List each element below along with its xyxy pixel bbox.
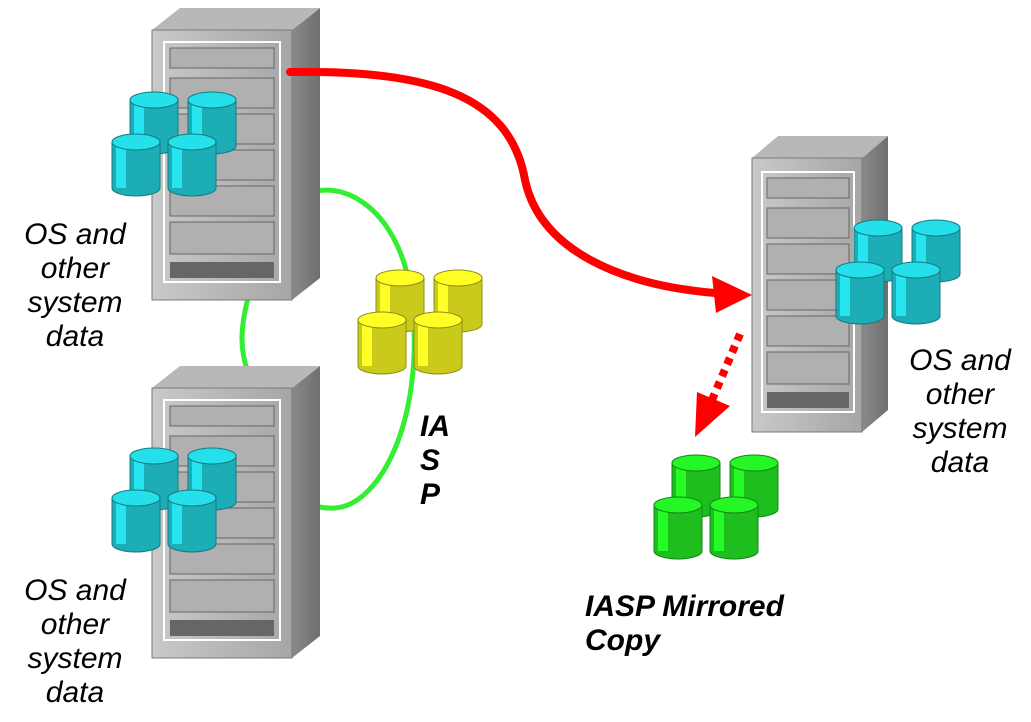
disk-cylinder-icon <box>653 496 703 560</box>
server-1-os-label: OS and other system data <box>10 218 140 354</box>
label-line: data <box>45 320 105 353</box>
disk-cylinder-icon <box>111 489 161 553</box>
disk-cylinder-icon <box>167 133 217 197</box>
iasp-label: IA S P <box>420 410 480 512</box>
label-line: S <box>420 444 441 477</box>
label-line: system <box>912 412 1008 445</box>
label-line: IA <box>420 410 450 443</box>
server-3-os-disks-icon <box>835 219 961 325</box>
iasp-disks-icon <box>357 269 483 375</box>
label-line: P <box>420 478 441 511</box>
label-line: Copy <box>585 624 660 657</box>
mirror-disks-icon <box>653 454 779 560</box>
mirror-arrowhead-icon <box>695 392 730 437</box>
server-1-rack-icon <box>151 8 320 301</box>
label-line: system <box>27 642 123 675</box>
replication-arrowhead-icon <box>712 276 752 313</box>
server-2-os-disks-icon <box>111 447 237 553</box>
label-line: OS and <box>909 344 1011 377</box>
disk-cylinder-icon <box>835 261 885 325</box>
mirror-copy-label: IASP Mirrored Copy <box>585 590 825 658</box>
label-line: OS and <box>24 574 126 607</box>
label-line: data <box>930 446 990 479</box>
switchover-path-left <box>239 297 251 373</box>
server-1-os-disks-icon <box>111 91 237 197</box>
server-3-os-label: OS and other system data <box>895 344 1025 480</box>
disk-cylinder-icon <box>111 133 161 197</box>
server-2-os-label: OS and other system data <box>10 574 140 710</box>
server-3-rack-icon <box>751 136 888 433</box>
disk-cylinder-icon <box>167 489 217 553</box>
mirror-dotted-link <box>708 332 744 402</box>
label-line: data <box>45 676 105 709</box>
label-line: other <box>40 608 110 641</box>
disk-cylinder-icon <box>413 311 463 375</box>
replication-link <box>286 67 719 297</box>
label-line: system <box>27 286 123 319</box>
disk-cylinder-icon <box>891 261 941 325</box>
label-line: other <box>40 252 110 285</box>
label-line: OS and <box>24 218 126 251</box>
label-line: IASP Mirrored <box>585 590 784 623</box>
disk-cylinder-icon <box>357 311 407 375</box>
disk-cylinder-icon <box>709 496 759 560</box>
label-line: other <box>925 378 995 411</box>
